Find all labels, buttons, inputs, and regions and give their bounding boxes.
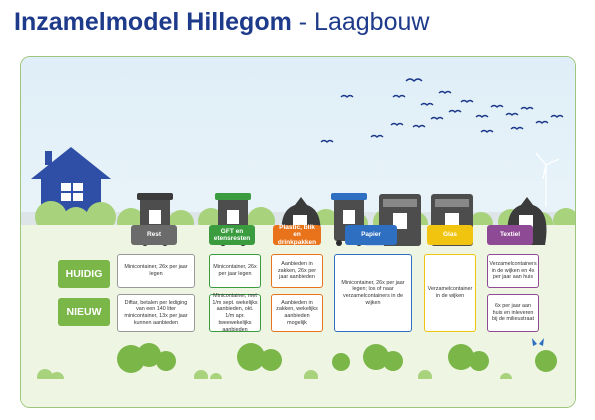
cell-nieuw-rest: Diftar, betalen per lediging van een 140… bbox=[117, 294, 195, 332]
scene-panel: Rest GFT en etensresten Plastic, blik en… bbox=[20, 56, 576, 408]
cell-huidig-textiel: Verzamelcontainers in de wijken en 4x pe… bbox=[487, 254, 539, 288]
row-label-huidig: HUIDIG bbox=[58, 260, 110, 288]
cell-huidig-rest: Minicontainer, 26x per jaar legen bbox=[117, 254, 195, 288]
category-plastic: Plastic, blik en drinkpakken bbox=[273, 224, 321, 246]
cell-huidig-plastic: Aanbieden in zakken, 26x per jaar aanbie… bbox=[271, 254, 323, 288]
category-label: Plastic, blik en drinkpakken bbox=[277, 224, 317, 246]
page-title: Inzamelmodel Hillegom - Laagbouw bbox=[14, 8, 429, 37]
category-rest: Rest bbox=[131, 225, 177, 245]
cell-nieuw-gft: Minicontainer, met 1/m sept. wekelijks a… bbox=[209, 293, 261, 333]
cell-huidig-gft: Minicontainer, 26x per jaar legen bbox=[209, 254, 261, 288]
row-label-nieuw: NIEUW bbox=[58, 298, 110, 326]
title-sub: - Laagbouw bbox=[291, 8, 430, 36]
title-main: Inzamelmodel Hillegom bbox=[14, 8, 292, 36]
category-glas: Glas bbox=[427, 225, 473, 245]
cell-nieuw-plastic: Aanbieden in zakken, wekelijks aanbieden… bbox=[271, 294, 323, 332]
cell-nieuw-textiel: 6x per jaar aan huis en inleveren bij de… bbox=[487, 294, 539, 332]
category-label: GFT en etensresten bbox=[213, 227, 251, 242]
category-label: Glas bbox=[442, 231, 458, 239]
category-label: Rest bbox=[146, 231, 162, 239]
cell-huidig-papier: Minicontainer, 26x per jaar legen; los o… bbox=[334, 254, 412, 332]
butterfly-icon bbox=[532, 338, 544, 346]
cell-huidig-glas: Verzamelcontainer in de wijken bbox=[424, 254, 476, 332]
wind-turbine-icon bbox=[535, 152, 560, 207]
tree-icon bbox=[117, 343, 557, 373]
category-papier: Papier bbox=[345, 225, 397, 245]
category-gft: GFT en etensresten bbox=[209, 225, 255, 245]
category-label: Papier bbox=[361, 231, 381, 239]
category-label: Textiel bbox=[499, 231, 521, 239]
bird-icon bbox=[320, 78, 564, 143]
category-textiel: Textiel bbox=[487, 225, 533, 245]
